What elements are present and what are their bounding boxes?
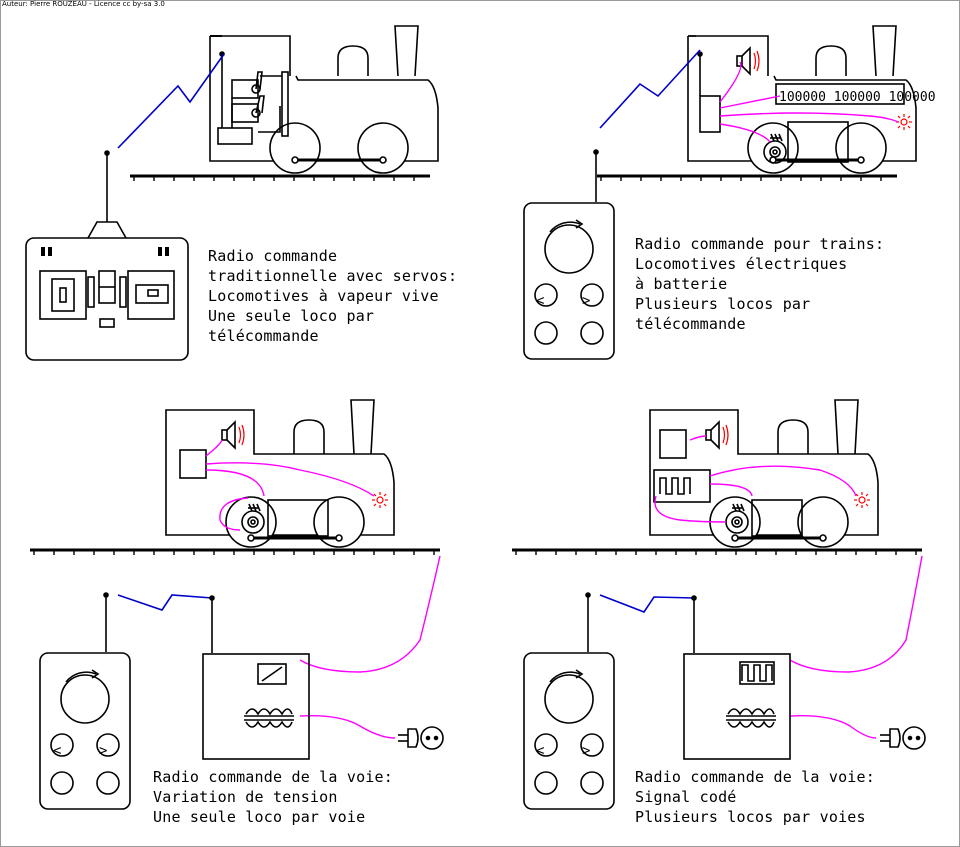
train-remote-2: < > bbox=[523, 149, 615, 360]
caption-line: Plusieurs locos par voies bbox=[635, 808, 866, 826]
caption-traditional-servo: Radio commande traditionnelle avec servo… bbox=[208, 246, 457, 346]
caption-line: Radio commande de la voie: bbox=[635, 768, 875, 786]
caption-train-radio: Radio commande pour trains: Locomotives … bbox=[635, 234, 884, 334]
remote-left-button-3: < bbox=[53, 743, 61, 759]
code-glyph-4 bbox=[659, 477, 691, 495]
remote-right-button: > bbox=[582, 293, 590, 309]
radio-wave-4 bbox=[599, 594, 695, 613]
radio-wave-2 bbox=[599, 49, 701, 129]
track-4 bbox=[510, 548, 814, 557]
caption-line: télécommande bbox=[635, 315, 746, 333]
remote-left-button: < bbox=[536, 293, 544, 309]
caption-track-voltage: Radio commande de la voie: Variation de … bbox=[153, 767, 393, 827]
caption-line: Locomotives à vapeur vive bbox=[208, 287, 439, 305]
wires-3 bbox=[205, 439, 441, 739]
track-remote-4: < > bbox=[523, 592, 615, 810]
caption-line: Signal codé bbox=[635, 788, 737, 806]
radio-wave-3 bbox=[117, 594, 213, 611]
caption-line: à batterie bbox=[635, 275, 728, 293]
caption-line: Une seule loco par bbox=[208, 307, 375, 325]
track-controller-3 bbox=[202, 595, 310, 760]
caption-line: Plusieurs locos par bbox=[635, 295, 811, 313]
panel-traditional-servo bbox=[25, 25, 439, 361]
caption-line: Radio commande pour trains: bbox=[635, 235, 885, 253]
radio-wave-1 bbox=[117, 53, 225, 149]
loco-body-1 bbox=[209, 25, 439, 174]
panel-track-voltage: < > bbox=[28, 399, 444, 810]
remote-right-button-3: > bbox=[99, 743, 107, 759]
servo-transmitter bbox=[25, 150, 189, 361]
caption-line: télécommande bbox=[208, 327, 319, 345]
track-3 bbox=[28, 548, 332, 557]
track-2 bbox=[595, 174, 899, 183]
lamp-2 bbox=[895, 113, 913, 131]
track-1 bbox=[128, 174, 432, 183]
lamp-3 bbox=[371, 491, 389, 509]
caption-line: Locomotives électriques bbox=[635, 255, 848, 273]
wires-2 bbox=[719, 61, 899, 143]
caption-line: traditionnelle avec servos: bbox=[208, 267, 458, 285]
track-controller-4 bbox=[683, 595, 791, 760]
loco-body-4 bbox=[649, 399, 879, 548]
caption-line: Radio commande bbox=[208, 247, 338, 265]
caption-track-coded: Radio commande de la voie: Signal codé P… bbox=[635, 767, 875, 827]
caption-line: Variation de tension bbox=[153, 788, 338, 806]
speaker-4 bbox=[705, 421, 729, 449]
wires-4 bbox=[654, 435, 923, 739]
plug-4 bbox=[879, 726, 926, 750]
panel-train-radio: 100000 100000 100000 < > bbox=[523, 25, 936, 360]
lamp-4 bbox=[853, 491, 871, 509]
loco-body-3 bbox=[165, 399, 395, 548]
caption-line: Radio commande de la voie: bbox=[153, 768, 393, 786]
track-remote-3: < > bbox=[39, 592, 131, 810]
decoder-digits: 100000 100000 100000 bbox=[779, 90, 936, 105]
remote-right-button-4: > bbox=[582, 743, 590, 759]
speaker-3 bbox=[221, 421, 245, 449]
remote-left-button-4: < bbox=[536, 743, 544, 759]
caption-line: Une seule loco par voie bbox=[153, 808, 366, 826]
plug-3 bbox=[397, 726, 444, 750]
panel-track-coded: < > bbox=[510, 399, 926, 810]
author-credit: Auteur: Pierre ROUZEAU - Licence cc by-s… bbox=[2, 0, 165, 8]
